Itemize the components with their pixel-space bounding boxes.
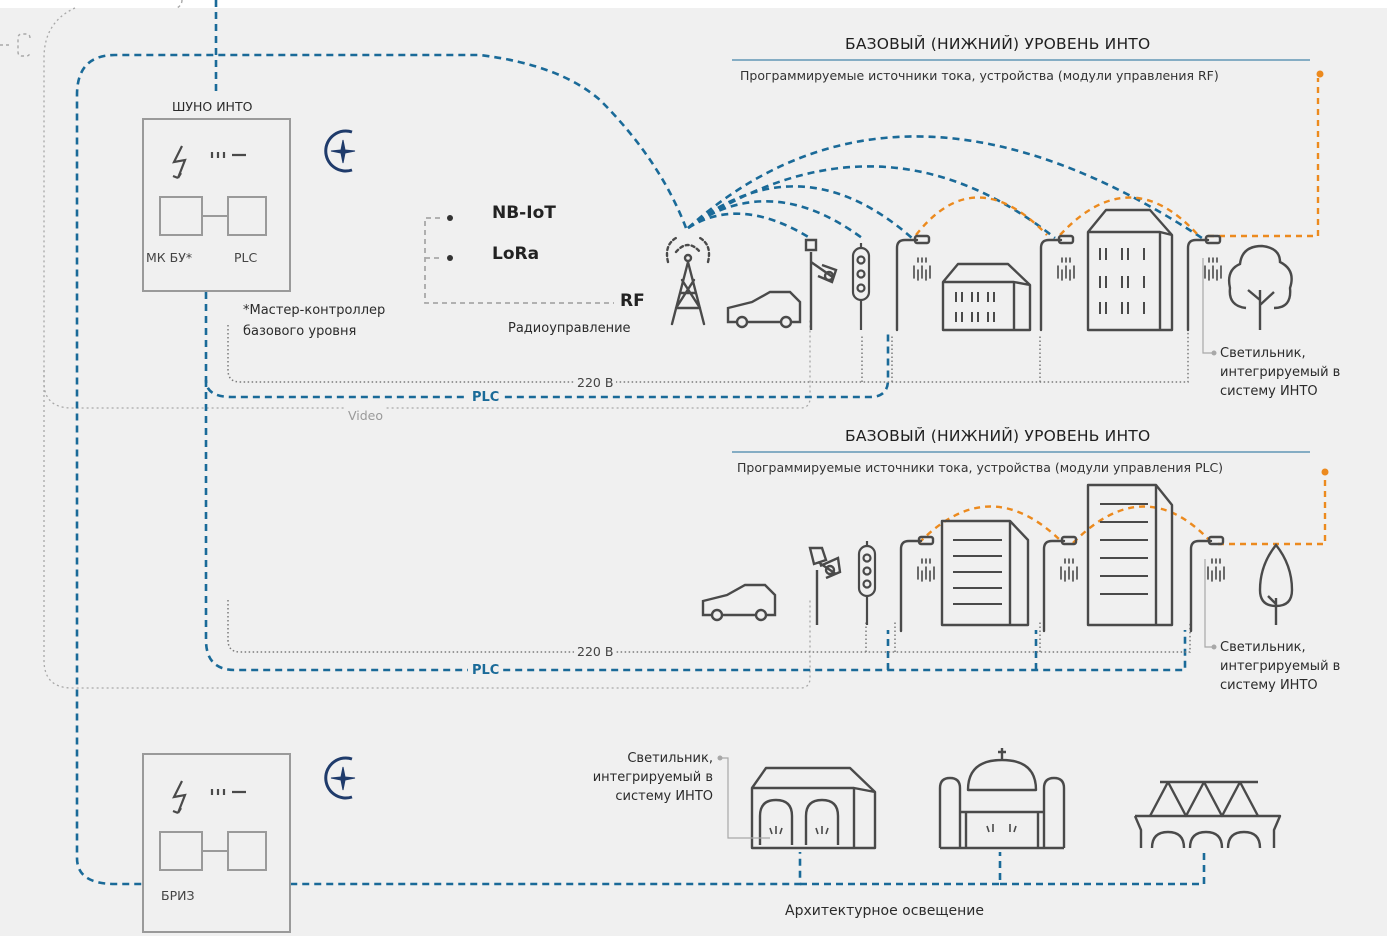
lamp-note-2-line-3: систему ИНТО [1220,678,1318,693]
note-leaders [721,258,1213,839]
logo-icon [324,129,356,173]
lamp-note-1-line-2: интегрируемый в [1220,365,1341,380]
lamp-note-2-line-1: Светильник, [1220,640,1306,655]
nbiot-label: NB-IoT [492,203,556,223]
bridge-icon [1133,780,1282,849]
footnote-line-2: базового уровня [243,324,357,339]
logo-icon-2 [324,756,356,800]
section2-title: БАЗОВЫЙ (НИЖНИЙ) УРОВЕНЬ ИНТО [845,427,1151,445]
church-icon-2 [938,748,1066,850]
video-line-2 [43,370,811,689]
arch-note-line-2: интегрируемый в [592,770,713,785]
bus-220-label-2: 220 В [574,643,617,660]
rf-module-lines [915,78,1327,546]
antenna-tower-icon [665,236,711,326]
lora-label: LoRa [492,244,540,264]
lightning-icon [172,145,187,180]
lamp-note-1-line-3: систему ИНТО [1220,384,1318,399]
bus-220-label: 220 В [574,374,617,391]
footnote-line-1: *Мастер-контроллер [243,303,386,318]
arch-note-line-1: Светильник, [627,751,713,766]
plc-trunk-lines [75,0,1206,886]
building-icon [941,262,1032,332]
bus-plc-label: PLC [468,389,504,406]
car-icon [726,290,802,329]
briz-cabinet [142,753,291,933]
traffic-light-icon-2 [857,541,877,625]
tree-icon [1227,244,1293,330]
section2-subtitle: Программируемые источники тока, устройст… [737,460,1224,475]
building-icon-4 [1086,483,1174,627]
section1-subtitle: Программируемые источники тока, устройст… [740,68,1219,83]
video-line [43,7,811,409]
tree-icon-2 [1258,543,1294,625]
camera-pole-icon-2 [808,546,842,625]
car-icon-2 [701,583,777,622]
rf-caption: Радиоуправление [508,321,631,336]
traffic-light-icon [851,243,871,330]
church-icon [750,766,877,850]
lightning-icon [172,780,187,815]
lamp-note-2-line-2: интегрируемый в [1220,659,1341,674]
meter-icon [210,152,246,158]
video-label: Video [345,407,387,424]
briz-label: БРИЗ [161,888,195,903]
entry-connector-icon [0,0,183,57]
mk-label: МК БУ* [146,250,193,265]
plc-box-label: PLC [234,250,258,265]
meter-icon [210,789,246,795]
rf-bracket [424,217,614,304]
rf-label: RF [620,291,645,311]
section1-title: БАЗОВЫЙ (НИЖНИЙ) УРОВЕНЬ ИНТО [845,35,1151,53]
camera-pole-icon [804,238,838,330]
building-icon-2 [1086,208,1174,332]
power-220-lines [227,325,1191,653]
bus-plc-label-2: PLC [468,662,504,679]
arch-note-line-3: систему ИНТО [615,789,713,804]
building-icon-3 [940,519,1030,627]
lamp-note-1-line-1: Светильник, [1220,346,1306,361]
shuno-title: ШУНО ИНТО [172,99,253,114]
arch-caption: Архитектурное освещение [785,903,984,919]
shuno-cabinet [142,118,291,292]
